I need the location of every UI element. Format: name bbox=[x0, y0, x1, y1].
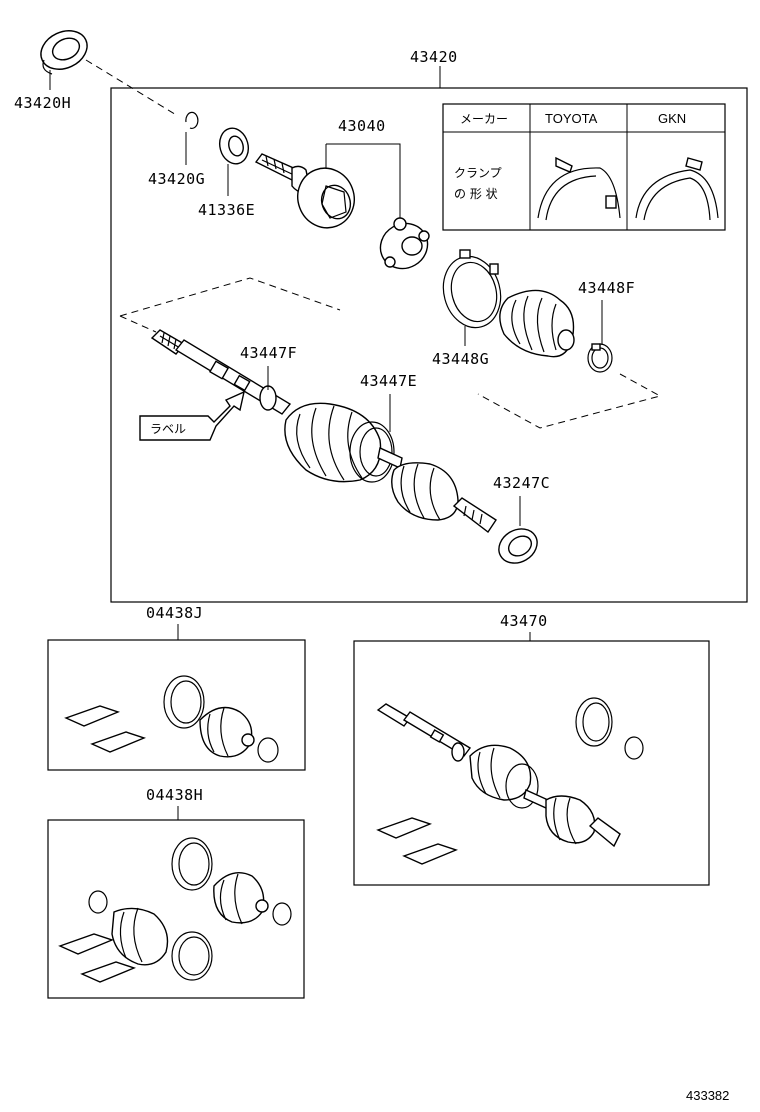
table-row-label-line2: の 形 状 bbox=[454, 187, 498, 201]
label-43420: 43420 bbox=[410, 48, 458, 66]
kit-04438H-frame bbox=[47, 819, 305, 999]
label-43448F: 43448F bbox=[578, 279, 635, 297]
cv-boot bbox=[499, 289, 575, 358]
kit-04438H-contents bbox=[58, 837, 292, 983]
label-41336E: 41336E bbox=[198, 201, 255, 219]
label-43040: 43040 bbox=[338, 117, 386, 135]
kit-04438J-frame bbox=[47, 639, 306, 771]
label-callout-arrow bbox=[139, 390, 245, 441]
label-43420H: 43420H bbox=[14, 94, 71, 112]
table-header-maker: メーカー bbox=[460, 112, 508, 126]
gkn-clamp-shape bbox=[635, 157, 719, 221]
kit-43470-frame bbox=[353, 640, 710, 886]
outer-cv-joint-43040 bbox=[254, 153, 355, 229]
kit-04438J-contents bbox=[64, 675, 279, 763]
label-callout-text: ラベル bbox=[150, 422, 186, 436]
assembly-43420-frame bbox=[110, 87, 748, 603]
clamp-shape-table: メーカー TOYOTA GKN クランプ の 形 状 bbox=[442, 103, 726, 231]
tripod-joint bbox=[379, 217, 430, 270]
boot-clamp-43448G bbox=[442, 249, 502, 329]
reference-number: 433382 bbox=[686, 1088, 729, 1103]
table-header-toyota: TOYOTA bbox=[545, 111, 598, 126]
kit-43470-contents bbox=[376, 697, 644, 865]
label-43447E: 43447E bbox=[360, 372, 417, 390]
label-43447F: 43447F bbox=[240, 344, 297, 362]
boot-clamp-43448F bbox=[587, 343, 613, 373]
label-04438H: 04438H bbox=[146, 786, 203, 804]
drive-shaft-assembly bbox=[150, 329, 497, 534]
label-04438J: 04438J bbox=[146, 604, 203, 622]
label-43448G: 43448G bbox=[432, 350, 489, 368]
label-43470: 43470 bbox=[500, 612, 548, 630]
oil-seal-43247C bbox=[498, 528, 538, 564]
snap-ring-43420G bbox=[185, 111, 199, 129]
toyota-clamp-shape bbox=[537, 156, 621, 221]
oil-seal-43420H bbox=[40, 30, 88, 75]
label-43247C: 43247C bbox=[493, 474, 550, 492]
seal-41336E bbox=[218, 127, 250, 165]
table-header-gkn: GKN bbox=[658, 111, 686, 126]
table-row-label-line1: クランプ bbox=[454, 166, 502, 180]
label-43420G: 43420G bbox=[148, 170, 205, 188]
